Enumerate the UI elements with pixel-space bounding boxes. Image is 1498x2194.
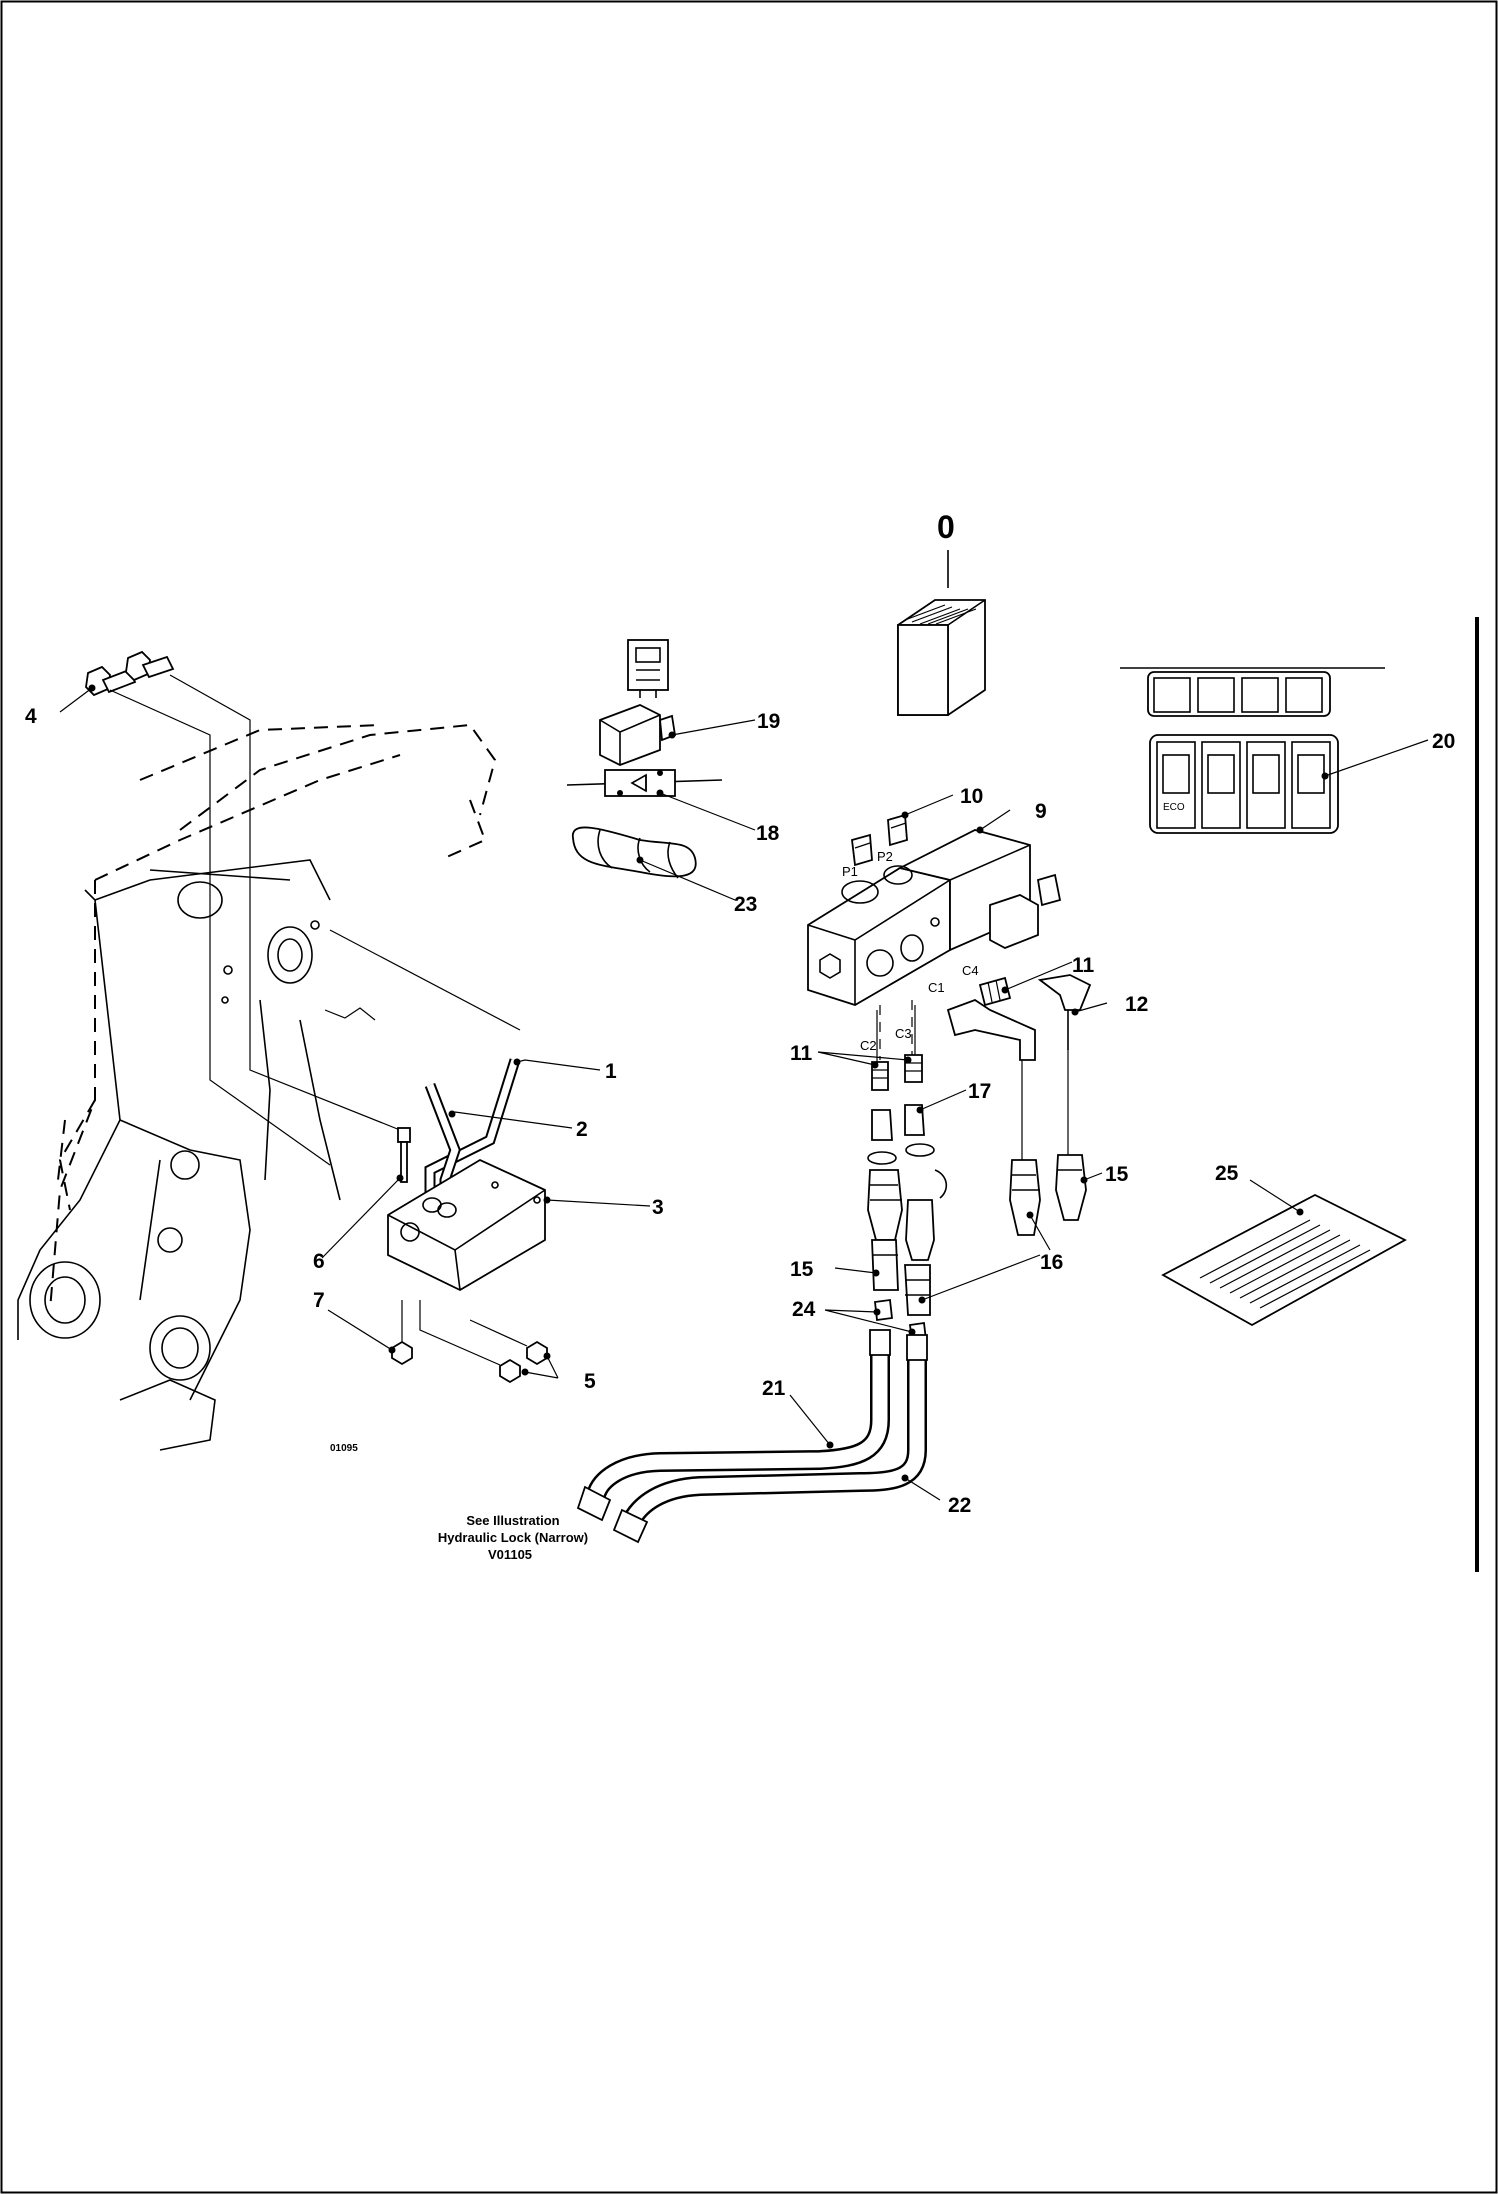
bolts-4 — [85, 650, 175, 697]
sleeve-23 — [572, 826, 697, 879]
boom-body — [17, 859, 376, 1451]
callout-23: 23 — [734, 893, 757, 916]
port-c1: C1 — [928, 980, 945, 995]
port-c3: C3 — [895, 1026, 912, 1041]
callout-11-right: 11 — [1072, 954, 1095, 977]
nut-7 — [391, 1340, 413, 1366]
diode-18 — [566, 769, 723, 797]
fittings-stack — [867, 1054, 948, 1344]
switch-label-eco: ECO — [1163, 802, 1185, 813]
callout-20: 20 — [1432, 730, 1455, 753]
callout-1: 1 — [605, 1060, 617, 1083]
block-3 — [387, 1158, 546, 1292]
kit-0 — [897, 550, 986, 716]
callout-9: 9 — [1035, 800, 1047, 823]
port-p2: P2 — [877, 849, 893, 864]
port-p1: P1 — [842, 864, 858, 879]
callout-15-left: 15 — [790, 1258, 814, 1281]
callout-6: 6 — [313, 1250, 325, 1273]
fittings-10 — [851, 813, 908, 867]
figure-code: 01095 — [330, 1443, 358, 1454]
bolt-6 — [397, 1127, 411, 1183]
relay-connector — [627, 639, 669, 698]
fitting-11-right — [978, 976, 1012, 1007]
callout-25: 25 — [1215, 1162, 1239, 1185]
manual-25 — [1161, 1193, 1407, 1327]
port-c4: C4 — [962, 963, 979, 978]
callout-15-right: 15 — [1105, 1163, 1129, 1186]
callout-24: 24 — [792, 1298, 816, 1321]
callout-7: 7 — [313, 1289, 325, 1312]
callout-19: 19 — [757, 710, 780, 733]
valve-block-9 — [807, 829, 1062, 1006]
callout-5: 5 — [584, 1370, 596, 1393]
port-c2: C2 — [860, 1038, 877, 1053]
switch-panel-20 — [1120, 667, 1385, 834]
couplers-right — [1009, 1154, 1087, 1236]
callout-4: 4 — [25, 705, 37, 728]
solenoid-plug-19 — [599, 704, 677, 766]
callout-11-left: 11 — [790, 1042, 813, 1065]
callout-22: 22 — [948, 1494, 971, 1517]
reference-line-1: See Illustration — [466, 1513, 559, 1528]
callout-10: 10 — [960, 785, 983, 808]
leader-dots — [88, 684, 1329, 1482]
callout-0: 0 — [937, 509, 955, 545]
reference-line-2: Hydraulic Lock (Narrow) — [438, 1530, 588, 1545]
elbows-12 — [946, 974, 1092, 1061]
callout-12: 12 — [1125, 993, 1148, 1016]
nuts-5 — [499, 1340, 548, 1384]
hose-21 — [576, 1329, 891, 1522]
callout-21: 21 — [762, 1377, 786, 1400]
hose-22 — [612, 1334, 928, 1544]
reference-line-3: V01105 — [488, 1547, 532, 1562]
callout-3: 3 — [652, 1196, 664, 1219]
callout-18: 18 — [756, 822, 780, 845]
callout-16: 16 — [1040, 1251, 1063, 1274]
callout-2: 2 — [576, 1118, 588, 1141]
callout-17: 17 — [968, 1080, 991, 1103]
